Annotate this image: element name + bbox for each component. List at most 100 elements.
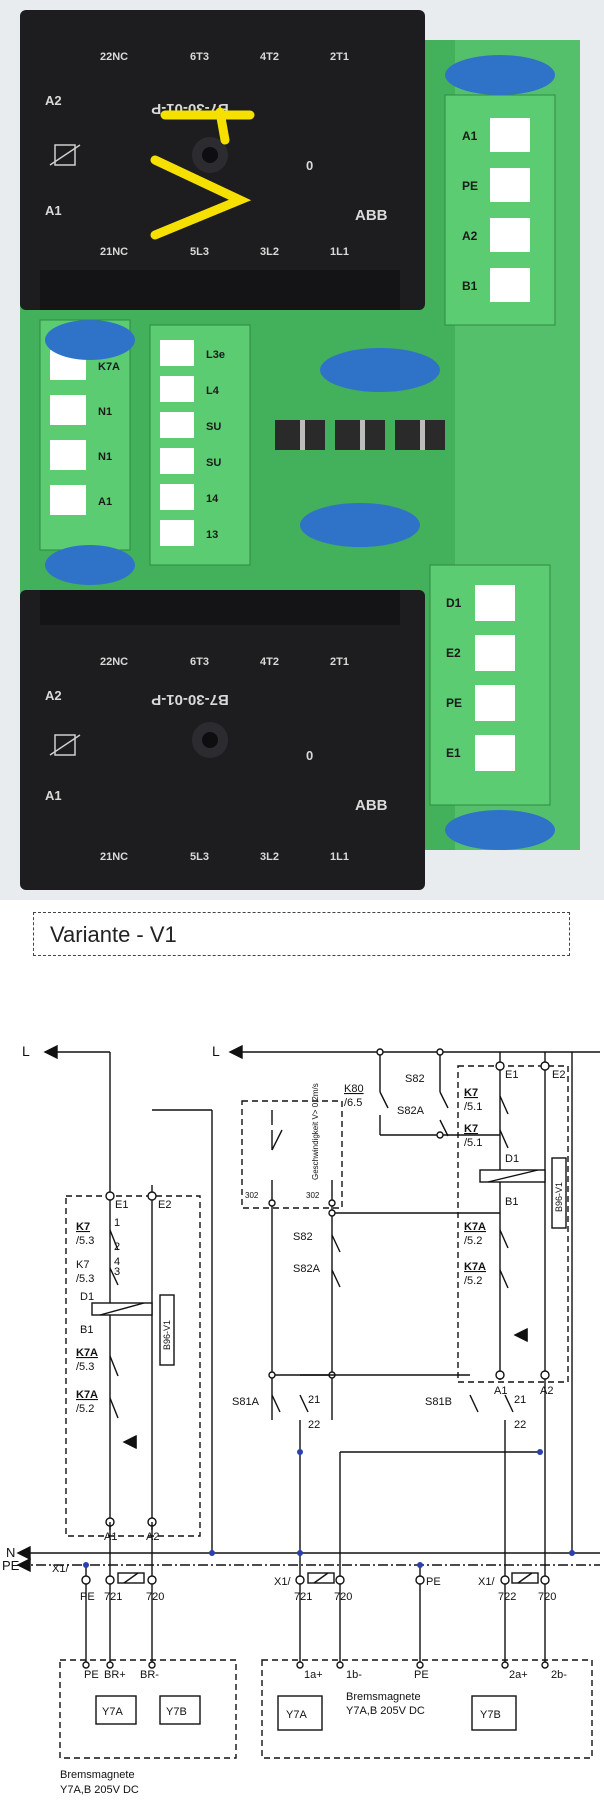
relay-top-coil-a2: A2 [45, 93, 62, 108]
svg-text:4T2: 4T2 [260, 656, 279, 668]
svg-text:B7-30-01-P: B7-30-01-P [151, 691, 229, 708]
l-label-left: L [22, 1043, 30, 1059]
y7a-right: Y7A [286, 1709, 307, 1721]
svg-text:Bremsmagnete: Bremsmagnete [60, 1769, 135, 1781]
svg-text:3L2: 3L2 [260, 851, 279, 863]
svg-text:E1: E1 [446, 746, 461, 760]
svg-text:X1/: X1/ [478, 1576, 495, 1588]
svg-text:A1: A1 [45, 788, 62, 803]
relay-top-b2: 5L3 [190, 246, 209, 258]
svg-text:21: 21 [514, 1394, 526, 1406]
relay-bottom: B7-30-01-P ABB 0 A2 A1 22NC 6T3 4T2 2T1 … [20, 590, 425, 890]
s81-contacts: S81A S81B 21 22 21 22 [232, 1374, 540, 1553]
relay-assembly-photo: B7-30-01-P ABB 0 A2 A1 22NC 6T3 4T2 2T1 … [0, 0, 604, 900]
svg-text:721: 721 [104, 1591, 122, 1603]
svg-text:D1: D1 [80, 1291, 94, 1303]
svg-text:22: 22 [308, 1419, 320, 1431]
svg-text:L4: L4 [206, 385, 220, 397]
svg-text:13: 13 [206, 529, 218, 541]
relay-top-t4: 2T1 [330, 51, 349, 63]
svg-text:S81B: S81B [425, 1396, 452, 1408]
brake-module-left: PE BR+ BR- Y7A Y7B Bremsmagnete Y7A,B 20… [59, 1659, 237, 1796]
svg-text:/5.3: /5.3 [76, 1235, 94, 1247]
relay-top-dial: 0 [306, 158, 313, 173]
svg-text:S81A: S81A [232, 1396, 260, 1408]
svg-text:2T1: 2T1 [330, 656, 349, 668]
terminal-block-right-top: A1 PE A2 B1 [444, 94, 556, 326]
speed-switch-label: Geschwindigkeit V> 0,2m/s [311, 1083, 320, 1180]
svg-text:PE: PE [84, 1669, 99, 1681]
svg-text:BR-: BR- [140, 1669, 159, 1681]
junction-dots [83, 1449, 575, 1568]
svg-text:722: 722 [498, 1591, 516, 1603]
svg-text:PE: PE [414, 1669, 429, 1681]
svg-text:A1: A1 [494, 1385, 507, 1397]
svg-text:Y7A,B 205V DC: Y7A,B 205V DC [60, 1784, 139, 1796]
svg-text:720: 720 [334, 1591, 352, 1603]
svg-text:/5.2: /5.2 [76, 1403, 94, 1415]
svg-text:0: 0 [306, 748, 313, 763]
l-bus-mid: L [212, 1043, 600, 1060]
svg-text:A1: A1 [462, 129, 478, 143]
y7b-left: Y7B [166, 1706, 187, 1718]
svg-text:B1: B1 [80, 1324, 93, 1336]
svg-text:720: 720 [538, 1591, 556, 1603]
svg-text:1a+: 1a+ [304, 1669, 323, 1681]
terminal-block-right-bottom: D1 E2 PE E1 [429, 564, 551, 806]
svg-text:/5.2: /5.2 [464, 1235, 482, 1247]
speed-switch: Geschwindigkeit V> 0,2m/s 302 302 [241, 1083, 343, 1420]
svg-text:E1: E1 [505, 1069, 518, 1081]
svg-text:1b-: 1b- [346, 1669, 362, 1681]
svg-text:X1/: X1/ [52, 1563, 69, 1575]
svg-text:14: 14 [206, 493, 219, 505]
svg-text:A2: A2 [146, 1531, 159, 1543]
svg-text:1: 1 [114, 1217, 120, 1229]
svg-text:X1/: X1/ [274, 1576, 291, 1588]
relay-top-t1: 22NC [100, 51, 128, 63]
svg-text:Bremsmagnete: Bremsmagnete [346, 1691, 421, 1703]
svg-text:K7A: K7A [76, 1389, 98, 1401]
svg-text:SU: SU [206, 421, 221, 433]
svg-text:PE: PE [80, 1591, 95, 1603]
svg-text:BR+: BR+ [104, 1669, 126, 1681]
svg-text:A1: A1 [104, 1531, 117, 1543]
svg-text:SU: SU [206, 457, 221, 469]
left-control-module: E1 E2 K7 /5.3 K7 /5.3 D1 B1 K7A /5.3 K7A… [65, 1109, 213, 1553]
right-module-label: B96-V1 [554, 1182, 564, 1212]
middle-board: K7A N1 N1 A1 L3e L4 SU SU 14 13 [39, 55, 555, 850]
svg-text:Y7A,B 205V DC: Y7A,B 205V DC [346, 1705, 425, 1717]
l-label-mid: L [212, 1043, 220, 1059]
svg-text:E2: E2 [158, 1199, 171, 1211]
relay-top-t3: 4T2 [260, 51, 279, 63]
svg-text:4: 4 [114, 1256, 120, 1268]
svg-text:K7A: K7A [464, 1221, 486, 1233]
svg-text:E1: E1 [115, 1199, 128, 1211]
svg-text:L3e: L3e [206, 349, 225, 361]
caption-text: Variante - V1 [50, 922, 177, 947]
svg-text:3: 3 [114, 1266, 120, 1278]
svg-text:B1: B1 [462, 279, 478, 293]
svg-text:PE: PE [426, 1576, 441, 1588]
n-pe-bus: N PE [2, 1545, 600, 1573]
svg-text:N1: N1 [98, 451, 112, 463]
svg-text:721: 721 [294, 1591, 312, 1603]
svg-text:A2: A2 [540, 1385, 553, 1397]
svg-text:A1: A1 [98, 496, 112, 508]
svg-text:K7A: K7A [98, 361, 120, 373]
svg-text:2a+: 2a+ [509, 1669, 528, 1681]
svg-text:PE: PE [446, 696, 462, 710]
svg-text:E2: E2 [446, 646, 461, 660]
svg-text:S82A: S82A [293, 1263, 321, 1275]
svg-text:PE: PE [462, 179, 478, 193]
svg-text:/5.1: /5.1 [464, 1101, 482, 1113]
svg-text:22: 22 [514, 1419, 526, 1431]
svg-text:S82: S82 [405, 1073, 425, 1085]
relay-top-t2: 6T3 [190, 51, 209, 63]
l-bus-left: L [22, 1043, 111, 1185]
v1-annotation [150, 107, 255, 240]
svg-text:2b-: 2b- [551, 1669, 567, 1681]
svg-text:5L3: 5L3 [190, 851, 209, 863]
svg-text:22NC: 22NC [100, 656, 128, 668]
caption-box: Variante - V1 [33, 912, 570, 956]
svg-text:D1: D1 [446, 596, 462, 610]
